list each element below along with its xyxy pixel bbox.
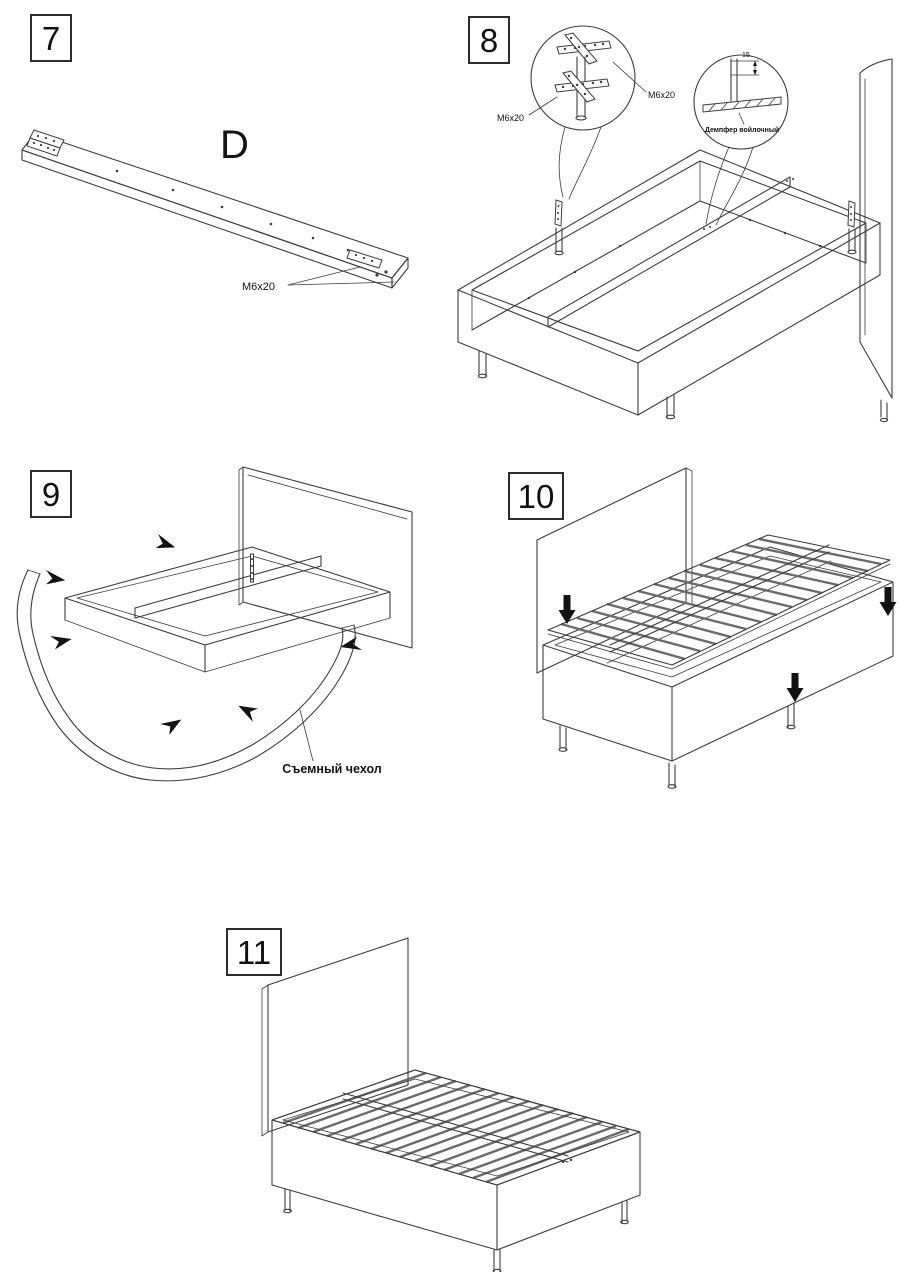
back-corner-bracket <box>250 553 254 583</box>
cover-installation-drawing: Съемный чехол <box>16 466 413 782</box>
cover-label: Съемный чехол <box>282 762 382 776</box>
down-arrow-icon <box>879 587 897 616</box>
step-9-badge: 9 <box>30 470 72 518</box>
headboard <box>238 466 413 649</box>
direction-arrow-icon <box>160 714 186 737</box>
bed-base-drawing: M6x20 M6x20 15 Демпфер войлочный <box>457 25 893 423</box>
divider-beam <box>134 555 322 619</box>
callout-circle-bracket <box>530 25 636 131</box>
step-7-badge: 7 <box>30 14 72 62</box>
direction-arrow-icon <box>43 570 67 589</box>
step-7-number: 7 <box>41 19 61 57</box>
slats <box>560 537 882 661</box>
step-10-badge: 10 <box>508 472 564 520</box>
direction-arrow-icon <box>235 698 261 722</box>
step7-hardware-label: M6x20 <box>242 281 275 293</box>
down-arrow-icon <box>786 673 804 702</box>
step7-leader-lines <box>287 266 395 286</box>
damper-label: Демпфер войлочный <box>705 126 779 134</box>
floor-screw-dots <box>527 218 822 300</box>
assembled-bed-drawing <box>261 937 641 1272</box>
step-8-badge: 8 <box>468 16 510 64</box>
headboard <box>261 937 409 1137</box>
direction-arrow-icon <box>50 633 73 650</box>
divider-beam <box>547 176 794 328</box>
panel-d-right-bracket <box>346 249 388 277</box>
corner-bracket-left <box>554 199 564 256</box>
panel-d-holes <box>115 169 350 252</box>
storage-box <box>271 1069 641 1251</box>
step8-hardware-label-right: M6x20 <box>648 90 675 100</box>
bracket-label-leaders <box>528 61 647 116</box>
cover-label-leader <box>299 709 314 762</box>
storage-box <box>457 149 881 416</box>
step8-hardware-label-left: M6x20 <box>497 113 524 123</box>
box-legs <box>558 702 796 789</box>
step-11-number: 11 <box>236 933 272 971</box>
storage-box <box>64 546 391 673</box>
box-legs <box>477 350 676 420</box>
step-8-number: 8 <box>479 21 499 59</box>
callout-circle-damper <box>693 54 789 150</box>
callout-leader-left <box>558 126 602 200</box>
slat-platform <box>271 1069 641 1186</box>
panel-d-board <box>21 132 409 289</box>
slat-base-lowering-drawing <box>536 467 897 789</box>
headboard <box>859 58 893 423</box>
step-11-badge: 11 <box>226 928 282 976</box>
panel-d-left-bracket <box>26 129 65 157</box>
damper-dimension: 15 <box>742 52 750 59</box>
box-legs <box>283 1188 629 1272</box>
part-label-d: D <box>220 123 249 167</box>
callout-leader-right <box>705 146 754 226</box>
slats <box>282 1071 630 1184</box>
step-9-number: 9 <box>41 475 61 513</box>
step-10-number: 10 <box>517 477 555 515</box>
removable-cover <box>16 569 356 782</box>
direction-arrow-icon <box>152 534 178 555</box>
corner-bracket-right <box>847 200 857 255</box>
slat-platform <box>547 534 891 670</box>
platform-frame <box>547 534 891 670</box>
panel-d-drawing: D M6x20 <box>21 123 409 293</box>
platform-frame <box>271 1069 641 1186</box>
